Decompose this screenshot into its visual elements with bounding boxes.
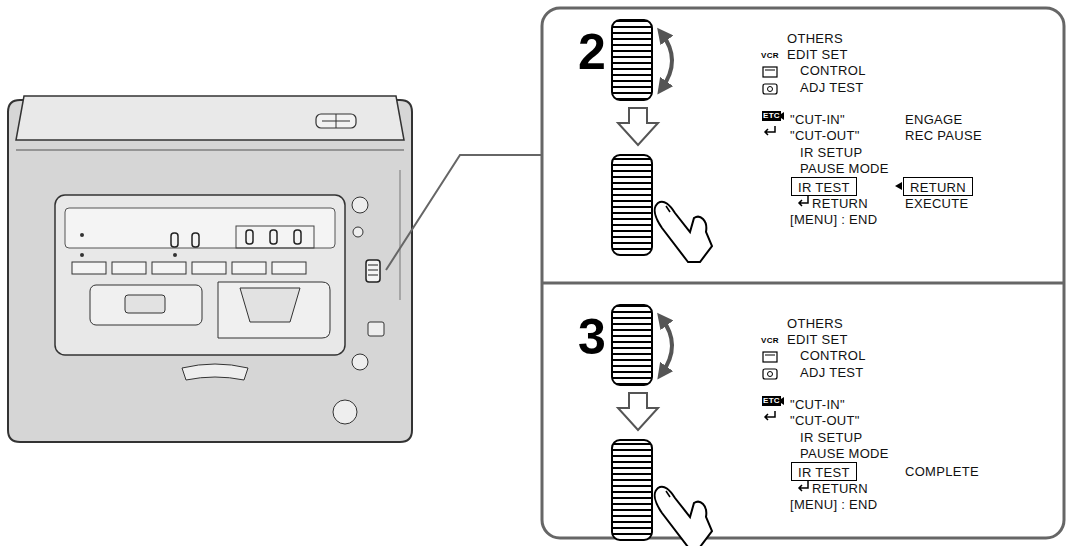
menu-item: COMPLETE xyxy=(905,464,979,480)
panel-divider xyxy=(542,282,1064,285)
menu-item: EDIT SET xyxy=(787,47,848,63)
menu-item: "CUT-OUT" xyxy=(790,413,860,429)
menu-item: EXECUTE xyxy=(905,196,969,212)
highlight-box: IR TEST xyxy=(791,177,857,196)
step-number: 2 xyxy=(578,26,606,78)
menu-icon-label: ETC xyxy=(762,111,781,121)
menu-item: [MENU] : END xyxy=(790,497,877,513)
step-graphics xyxy=(612,20,808,262)
menu-item: "CUT-IN" xyxy=(790,112,845,128)
menu-icon-label: VCR xyxy=(761,51,779,61)
menu-item: ADJ TEST xyxy=(800,80,864,96)
menu-item: IR TEST xyxy=(798,180,850,196)
menu-item: ENGAGE xyxy=(905,112,962,128)
highlight-box: RETURN xyxy=(903,177,973,196)
menu-item: IR SETUP xyxy=(800,430,862,446)
menu-item: EDIT SET xyxy=(787,332,848,348)
menu-item: ADJ TEST xyxy=(800,365,864,381)
step-graphics xyxy=(612,305,808,546)
menu-item: "CUT-IN" xyxy=(790,397,845,413)
menu-item: IR TEST xyxy=(798,465,850,481)
menu-item: IR SETUP xyxy=(800,145,862,161)
highlight-box: IR TEST xyxy=(791,462,857,481)
menu-item: PAUSE MODE xyxy=(800,446,889,462)
menu-item: [MENU] : END xyxy=(790,212,877,228)
step-number: 3 xyxy=(578,311,606,363)
callout-line xyxy=(386,155,542,270)
menu-item: OTHERS xyxy=(787,31,843,47)
menu-item: OTHERS xyxy=(787,316,843,332)
menu-item: REC PAUSE xyxy=(905,128,982,144)
menu-item: CONTROL xyxy=(800,63,866,79)
menu-icon-label: ETC xyxy=(762,396,781,406)
menu-item: RETURN xyxy=(812,481,868,497)
menu-icon-label: VCR xyxy=(761,336,779,346)
menu-item: CONTROL xyxy=(800,348,866,364)
menu-item: "CUT-OUT" xyxy=(790,128,860,144)
selection-triangle xyxy=(895,182,902,190)
video-deck xyxy=(8,96,412,442)
menu-item: PAUSE MODE xyxy=(800,161,889,177)
menu-item: RETURN xyxy=(910,180,966,196)
menu-item: RETURN xyxy=(812,196,868,212)
